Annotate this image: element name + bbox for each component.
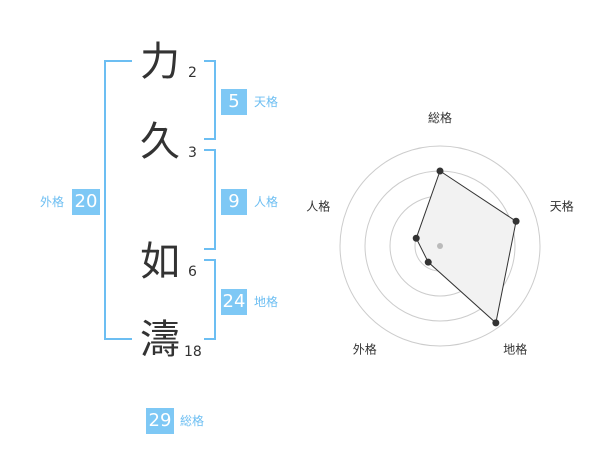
name-char-2: 久 [140,119,180,165]
gaikaku-score: 20 [72,189,100,215]
chikaku-bracket [204,259,216,340]
radar-point-5 [412,234,420,242]
gaikaku-bracket [104,60,132,340]
gaikaku-label: 外格 [40,195,65,209]
stroke-count-3: 6 [188,264,197,280]
radar-axis-label-5: 人格 [306,198,330,213]
radar-point-1 [436,167,444,175]
radar-point-4 [424,258,432,266]
radar-axis-label-1: 総格 [428,110,452,125]
name-char-4: 濤 [140,317,180,363]
jinkaku-label: 人格 [254,195,279,209]
radar-axis-label-2: 天格 [550,198,574,213]
radar-axis-label-4: 外格 [353,342,377,357]
stroke-count-4: 18 [184,344,202,360]
tenkaku-score: 5 [221,89,247,115]
stroke-count-2: 3 [188,145,197,161]
radar-ring-4 [339,145,541,347]
chikaku-score: 24 [221,289,247,315]
stroke-count-1: 2 [188,65,197,81]
radar-axis-label-3: 地格 [503,342,527,357]
tenkaku-label: 天格 [254,95,279,109]
jinkaku-bracket [204,149,216,250]
name-char-1: 力 [140,39,180,85]
jinkaku-score: 9 [221,189,247,215]
radar-point-2 [512,217,520,225]
name-char-3: 如 [140,239,180,285]
tenkaku-bracket [204,60,216,140]
radar-point-3 [492,319,500,327]
soukaku-score: 29 [146,408,174,434]
chikaku-label: 地格 [254,295,279,309]
radar-center [437,243,443,249]
soukaku-label: 総格 [180,414,205,428]
radar-area [415,170,517,324]
